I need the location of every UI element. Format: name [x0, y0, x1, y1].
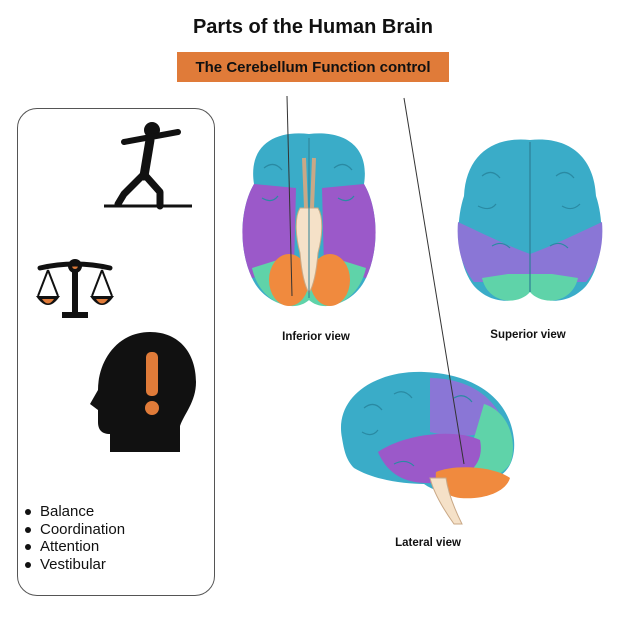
list-item: Balance — [24, 503, 125, 521]
balance-walker-icon — [104, 122, 192, 210]
list-item: Attention — [24, 538, 125, 556]
function-list: Balance Coordination Attention Vestibula… — [24, 503, 125, 573]
functions-panel — [17, 108, 215, 596]
page-title: Parts of the Human Brain — [192, 16, 434, 38]
lateral-view-brain — [340, 371, 515, 525]
list-item: Coordination — [24, 521, 125, 539]
scales-icon — [36, 259, 114, 318]
superior-view-brain — [457, 139, 603, 301]
inferior-view-label: Inferior view — [282, 331, 350, 343]
superior-view-label: Superior view — [490, 329, 566, 341]
inferior-view-brain — [242, 133, 376, 307]
subtitle-banner: The Cerebellum Function control — [177, 52, 449, 82]
lateral-view-label: Lateral view — [395, 537, 461, 549]
head-alert-icon — [90, 332, 196, 452]
list-item: Vestibular — [24, 556, 125, 574]
